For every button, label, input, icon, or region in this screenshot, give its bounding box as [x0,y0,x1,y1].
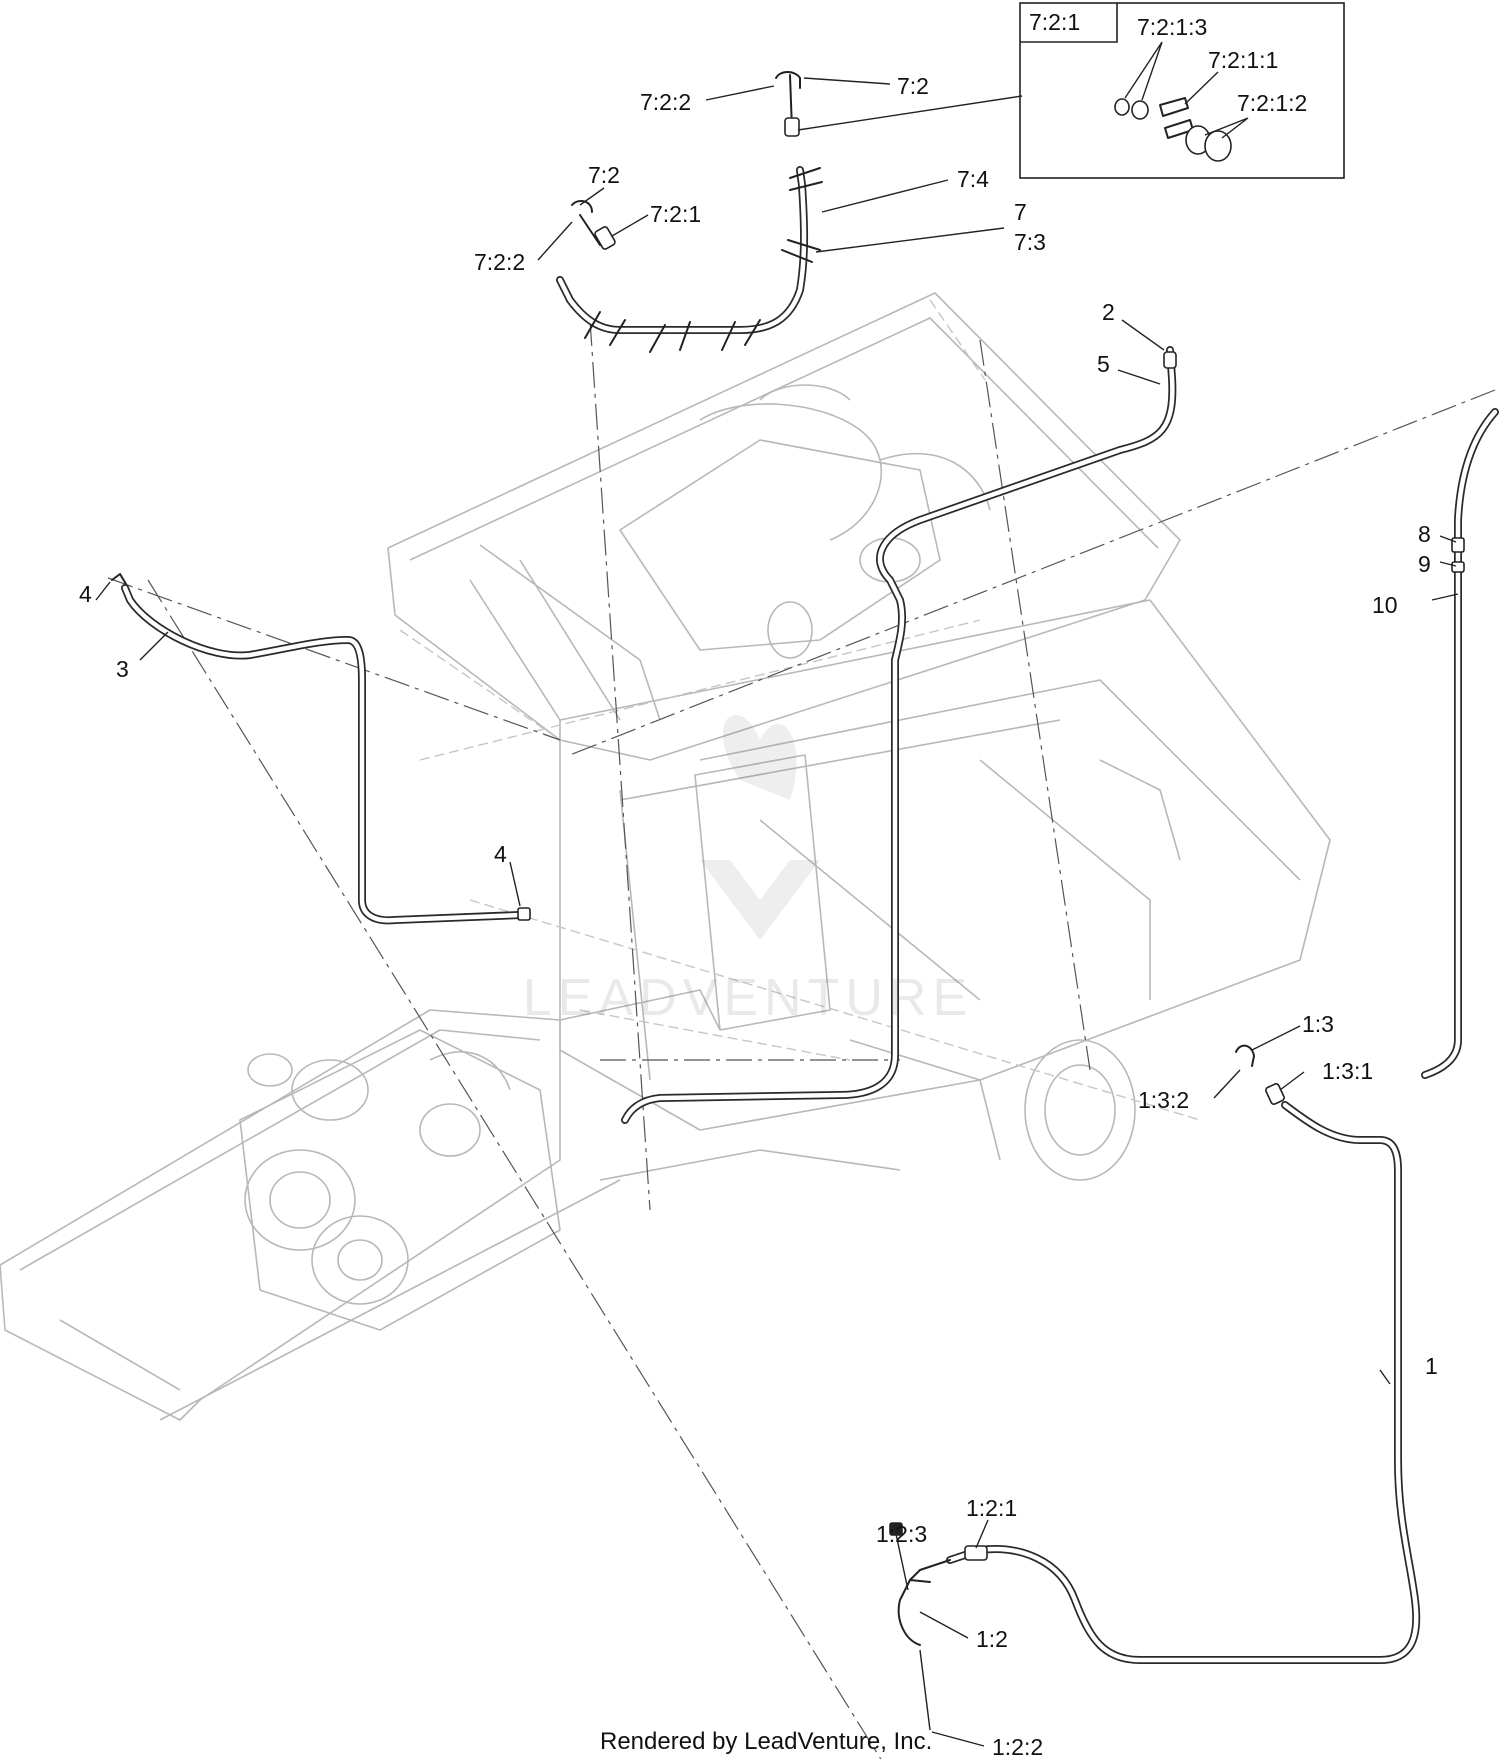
assembly-center-lines [107,319,1496,1759]
callout-1-3-2: 1:3:2 [1138,1087,1189,1113]
detail-inset-7-2-1: 7:2:1 7:2:1:3 7:2:1:1 7:2:1:2 [1019,2,1345,179]
callout-3: 3 [116,656,129,682]
inset-label-7-2-1-3: 7:2:1:3 [1137,14,1207,40]
callout-8: 8 [1418,521,1431,547]
callout-1-3: 1:3 [1302,1011,1334,1037]
watermark-text: LEADVENTURE [523,969,973,1027]
callout-1-2: 1:2 [976,1626,1008,1652]
hose-1 [946,1101,1421,1664]
callout-5: 5 [1097,351,1110,377]
callout-4-mid: 4 [494,841,507,867]
callout-labels: 7:2:2 7:2 7:2 7:2:1 7:2:2 7:4 7 7:3 2 5 … [79,73,1438,1759]
footer-credit: Rendered by LeadVenture, Inc. [600,1728,932,1755]
callout-7-2-2-top: 7:2:2 [640,89,691,115]
callout-10: 10 [1372,592,1398,618]
callout-1: 1 [1425,1353,1438,1379]
callout-9: 9 [1418,551,1431,577]
callout-7: 7 [1014,199,1027,225]
callout-1-2-1: 1:2:1 [966,1495,1017,1521]
callout-1-2-2: 1:2:2 [992,1734,1043,1759]
callout-7-2-top: 7:2 [897,73,929,99]
callout-4-top: 4 [79,581,92,607]
callout-1-3-1: 1:3:1 [1322,1058,1373,1084]
callout-1-2-3: 1:2:3 [876,1521,927,1547]
callout-7-3: 7:3 [1014,229,1046,255]
inset-label-7-2-1-2: 7:2:1:2 [1237,90,1307,116]
fittings [111,71,1465,1583]
callout-7-2-left: 7:2 [588,162,620,188]
inset-title: 7:2:1 [1029,9,1080,35]
hose-3 [121,584,524,925]
callout-7-2-1: 7:2:1 [650,201,701,227]
callout-leaders [95,77,1459,1747]
callout-2: 2 [1102,299,1115,325]
callout-7-4: 7:4 [957,166,989,192]
hoses [121,74,1499,1664]
callout-7-2-2-left: 7:2:2 [474,249,525,275]
inset-label-7-2-1-1: 7:2:1:1 [1208,47,1278,73]
leadventure-watermark: LEADVENTURE [523,714,973,1027]
machine-frame-ghost [0,292,1331,1421]
